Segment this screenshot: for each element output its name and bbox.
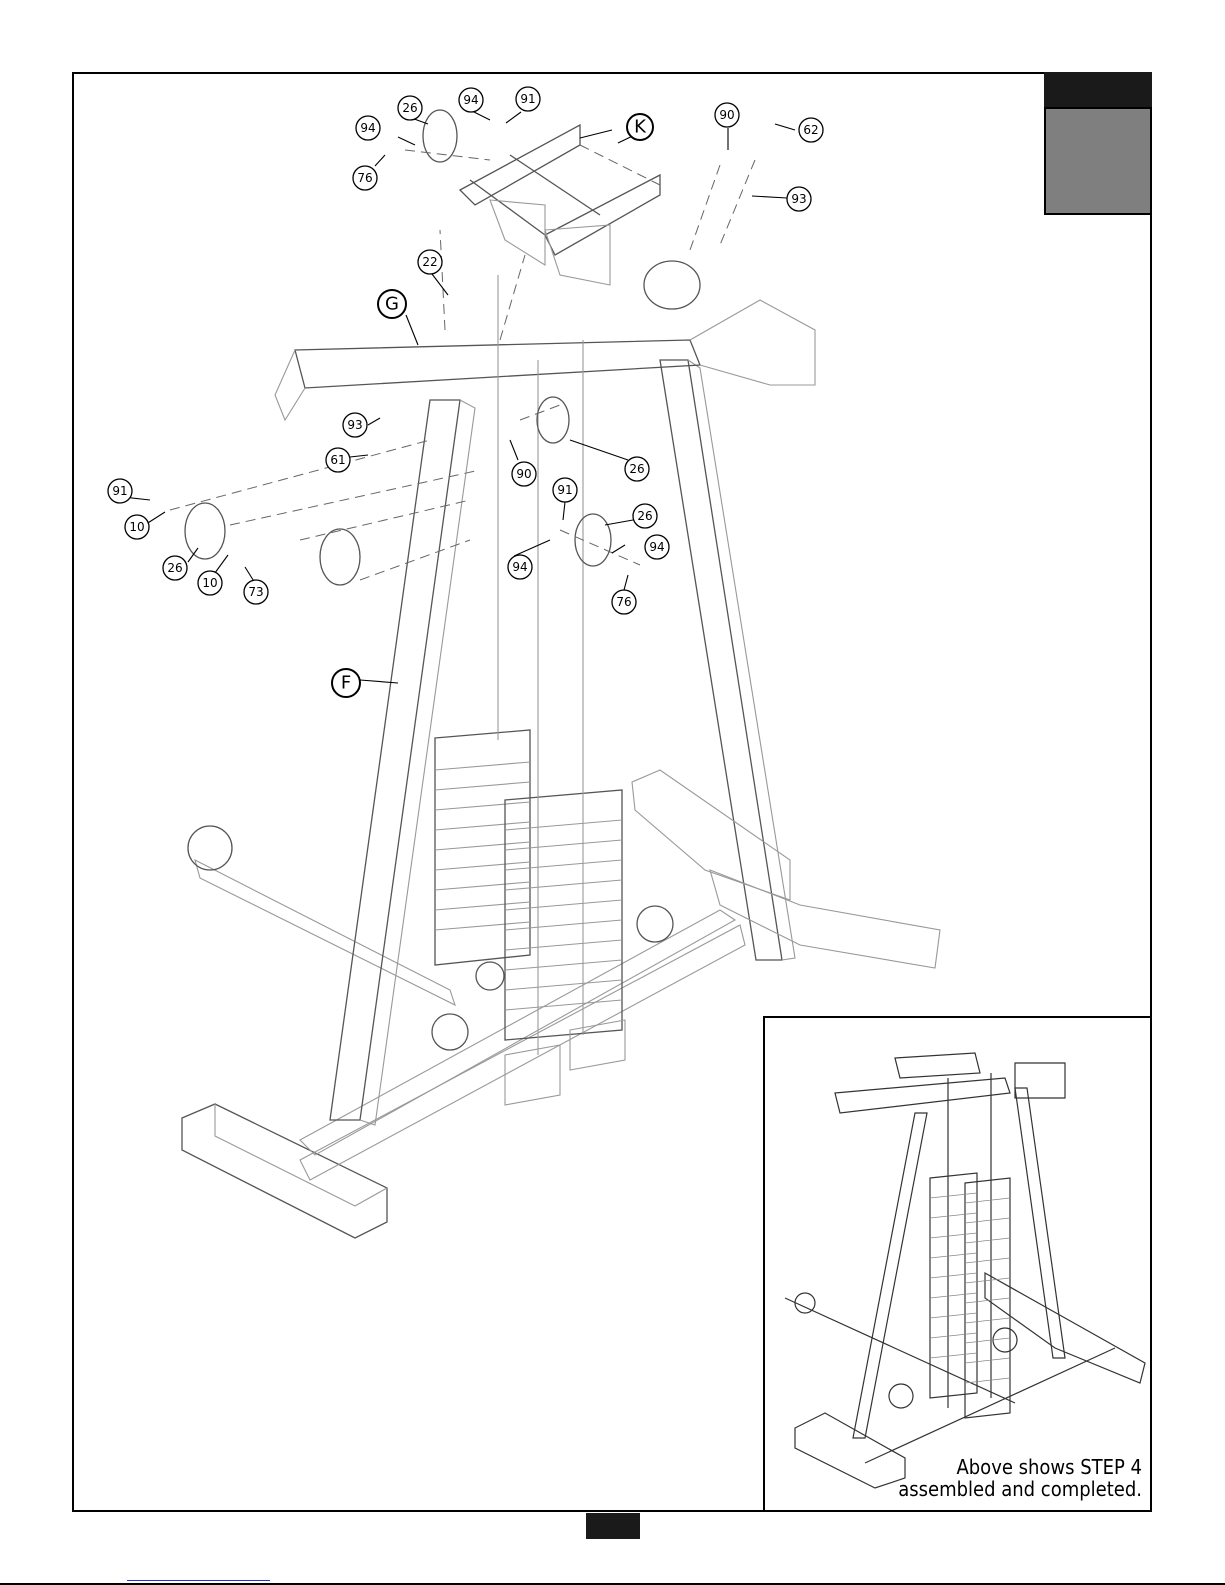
part-callout: 10 [198,571,222,595]
part-callout: 76 [353,166,377,190]
inset-completed-view: Above shows STEP 4 assembled and complet… [763,1016,1152,1512]
svg-text:94: 94 [360,121,375,135]
frame-label-k: K [627,114,653,140]
part-callout: 61 [326,448,350,472]
inset-caption-line1: Above shows STEP 4 [898,1456,1142,1478]
svg-text:76: 76 [616,595,631,609]
part-callout: 26 [633,504,657,528]
svg-text:61: 61 [330,453,345,467]
part-callout: 62 [799,118,823,142]
part-callout: 73 [244,580,268,604]
svg-text:90: 90 [516,467,531,481]
frame-label-text: K [634,117,647,138]
svg-text:93: 93 [791,192,806,206]
svg-text:26: 26 [629,462,644,476]
svg-text:90: 90 [719,108,734,122]
svg-text:73: 73 [248,585,263,599]
svg-text:93: 93 [347,418,362,432]
inset-assembled-drawing [765,1018,1154,1514]
part-callout: 26 [398,96,422,120]
part-callout: 10 [125,515,149,539]
part-callout: 76 [612,590,636,614]
part-callout: 22 [418,250,442,274]
inset-caption: Above shows STEP 4 assembled and complet… [898,1456,1142,1500]
frame-label-text: G [385,294,399,315]
bracket-k-drawing [460,125,660,285]
svg-text:26: 26 [167,561,182,575]
footer-link-underline[interactable] [127,1580,270,1581]
pulley-group [185,110,700,585]
part-callout: 94 [356,116,380,140]
svg-text:91: 91 [557,483,572,497]
part-callout: 93 [787,187,811,211]
svg-text:76: 76 [357,171,372,185]
part-callout: 94 [459,88,483,112]
svg-text:62: 62 [803,123,818,137]
part-callout: 26 [625,457,649,481]
part-callout: 94 [508,555,532,579]
svg-text:10: 10 [202,576,217,590]
svg-text:10: 10 [129,520,144,534]
part-callout: 91 [516,87,540,111]
svg-text:91: 91 [112,484,127,498]
inset-caption-line2: assembled and completed. [898,1478,1142,1500]
svg-text:94: 94 [512,560,527,574]
part-callout: 93 [343,413,367,437]
part-callout: 90 [715,103,739,127]
part-callout: 94 [645,535,669,559]
assembly-dash-lines [170,145,755,580]
svg-text:26: 26 [637,509,652,523]
svg-text:26: 26 [402,101,417,115]
frame-label-f: F [332,669,360,697]
svg-text:91: 91 [520,92,535,106]
part-callout: 90 [512,462,536,486]
page-number-tab [586,1513,640,1539]
frame-label-g: G [378,290,406,318]
part-callout: 91 [553,478,577,502]
part-callout: 26 [163,556,187,580]
frame-label-text: F [341,673,351,694]
svg-text:22: 22 [422,255,437,269]
svg-text:94: 94 [649,540,664,554]
part-callout: 91 [108,479,132,503]
svg-text:94: 94 [463,93,478,107]
